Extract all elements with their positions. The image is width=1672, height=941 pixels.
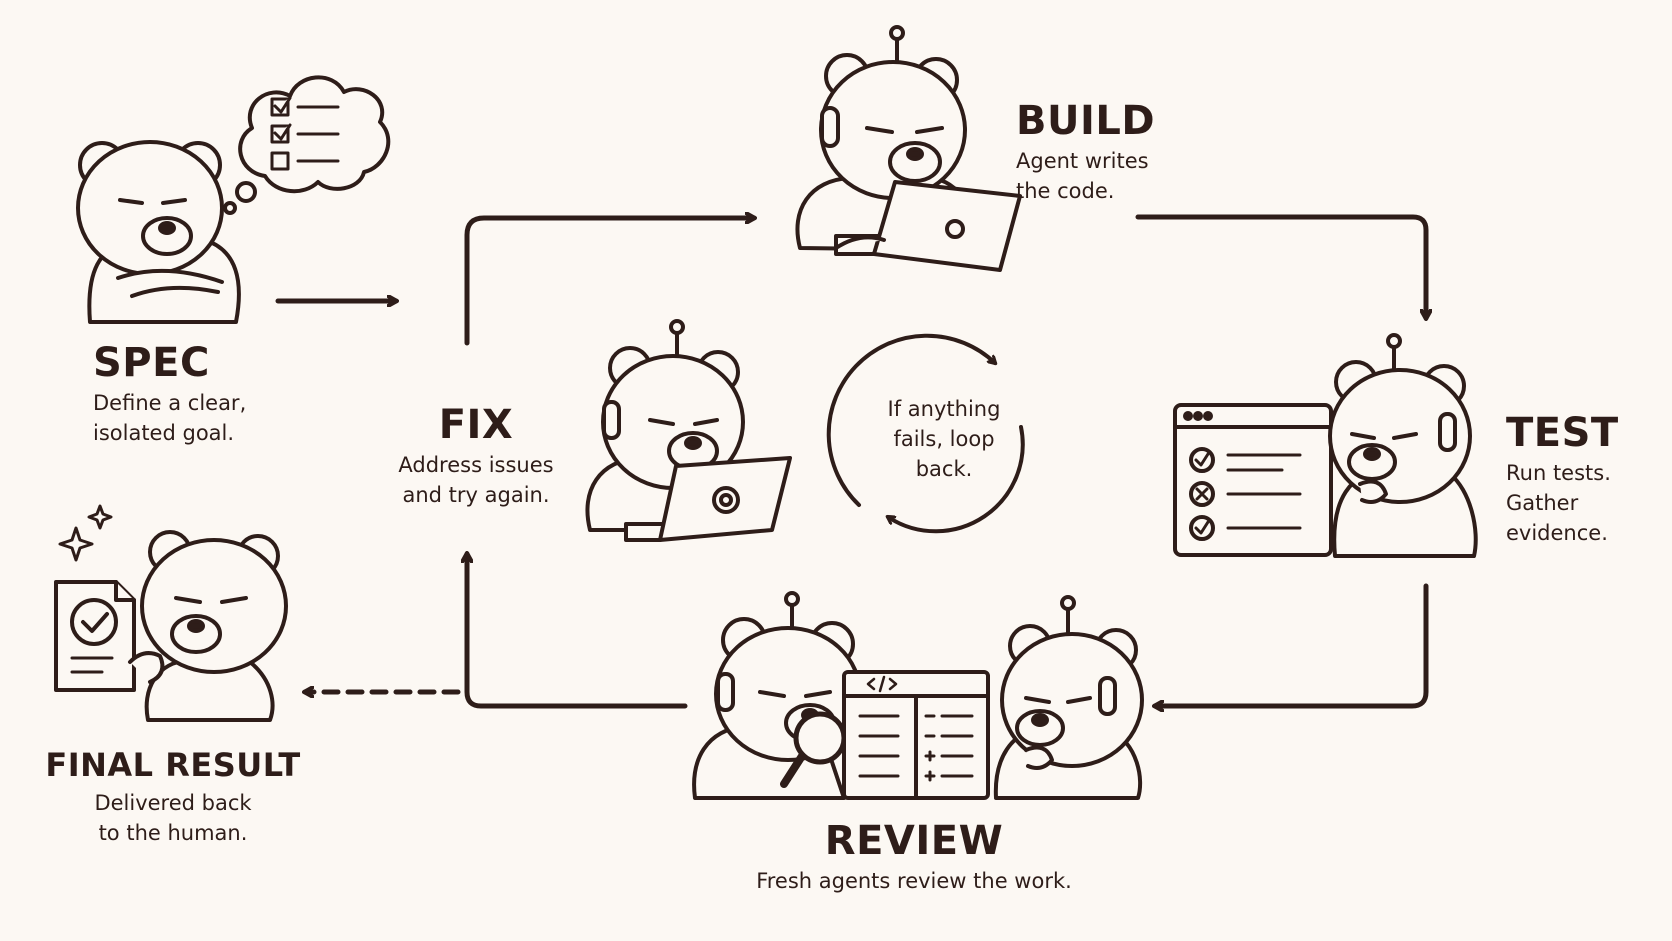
loop-note-line-2: fails, loop [893,427,995,451]
test-desc-line-3: evidence. [1506,521,1608,545]
fix-to-build-arrow [464,218,754,346]
spec-desc-line-1: Define a clear, [93,391,247,415]
review-title: REVIEW [824,818,1004,864]
review-to-fix-arrow [467,554,688,709]
final-title: FINAL RESULT [45,746,301,784]
test-title: TEST [1506,410,1619,456]
robot-bear-laptop-icon [795,25,1022,272]
build-desc-line-2: the code. [1016,179,1115,203]
final-desc-line-2: to the human. [98,821,248,845]
test-to-review-arrow [1155,583,1429,706]
fix-desc-line-2: and try again. [402,483,550,507]
fix-title: FIX [438,402,514,448]
spec-title: SPEC [93,340,210,386]
fix-desc-line-1: Address issues [398,453,554,477]
bear-document-check-icon [54,504,288,722]
bear-thinking-checklist-icon [76,75,391,324]
circular-loop-arrows-icon [826,333,1025,534]
build-title: BUILD [1016,98,1156,144]
test-desc-line-2: Gather [1506,491,1579,515]
final-desc-line-1: Delivered back [94,791,252,815]
robot-bear-test-window-icon [1173,333,1478,558]
robot-bears-code-review-icon [692,591,1144,800]
loop-note-line-3: back. [915,457,973,481]
fix-label: FIX Address issues and try again. [396,402,556,510]
final-label: FINAL RESULT Delivered back to the human… [42,746,304,848]
build-to-test-arrow [1135,214,1426,318]
loop-note: If anything fails, loop back. [858,394,1030,484]
spec-desc-line-2: isolated goal. [93,421,235,445]
build-label: BUILD Agent writes the code. [1016,98,1155,206]
review-desc-line-1: Fresh agents review the work. [756,869,1072,893]
loop-note-line-1: If anything [887,397,1001,421]
test-label: TEST Run tests. Gather evidence. [1506,410,1619,548]
robot-bear-laptop-gear-icon [585,319,792,542]
review-label: REVIEW Fresh agents review the work. [738,818,1090,896]
spec-label: SPEC Define a clear, isolated goal. [93,340,246,448]
build-desc-line-1: Agent writes [1016,149,1149,173]
test-desc-line-1: Run tests. [1506,461,1611,485]
